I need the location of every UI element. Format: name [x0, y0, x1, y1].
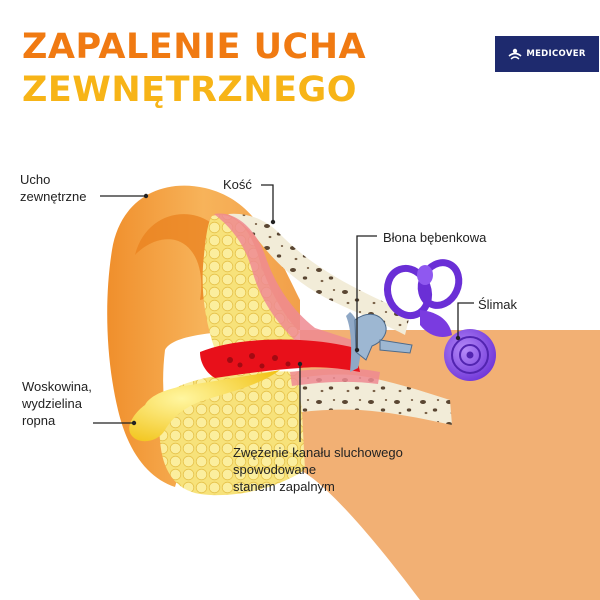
label-earwax-line-1: Woskowina,: [22, 379, 92, 394]
label-earwax-line-2: wydzielina: [22, 396, 82, 411]
middle-ear-ossicles: [354, 313, 413, 361]
label-canal-narrowing: Zwężenie kanału sluchowego spowodowane s…: [233, 444, 403, 495]
label-canal-narrowing-line-2: spowodowane: [233, 462, 317, 477]
medicover-logo: MEDICOVER: [495, 36, 599, 72]
label-canal-narrowing-line-1: Zwężenie kanału sluchowego: [233, 445, 403, 460]
label-leader-lines: [93, 184, 474, 442]
title-line-2: ZEWNĘTRZNEGO: [22, 70, 357, 110]
label-earwax: Woskowina, wydzielina ropna: [22, 378, 92, 429]
page-title: ZAPALENIE UCHA ZEWNĘTRZNEGO: [22, 26, 366, 112]
label-earwax-line-3: ropna: [22, 413, 56, 428]
label-bone: Kość: [223, 177, 252, 192]
label-outer-ear: Ucho zewnętrzne: [20, 171, 86, 205]
inflamed-ear-canal: [200, 339, 360, 378]
label-cochlea: Ślimak: [478, 297, 518, 312]
bone-upper: [228, 213, 410, 335]
skin-lining-upper: [214, 213, 355, 348]
inner-ear: [383, 259, 496, 381]
leader-cochlea: [457, 302, 474, 338]
bone-lower: [298, 374, 452, 425]
inflammation-dots: [227, 353, 291, 369]
medicover-logo-icon: [508, 48, 522, 60]
skin-lining-lower: [290, 368, 380, 386]
label-canal-narrowing-line-3: stanem zapalnym: [233, 479, 335, 494]
earwax-pus: [129, 370, 280, 442]
leader-eardrum: [356, 235, 377, 350]
logo-text: MEDICOVER: [526, 49, 586, 59]
leader-bone: [261, 184, 274, 222]
label-outer-ear-line-2: zewnętrzne: [20, 189, 87, 204]
label-outer-ear-line-1: Ucho: [20, 172, 51, 187]
title-line-1: ZAPALENIE UCHA: [22, 27, 367, 67]
label-eardrum: Błona bębenkowa: [383, 230, 487, 245]
